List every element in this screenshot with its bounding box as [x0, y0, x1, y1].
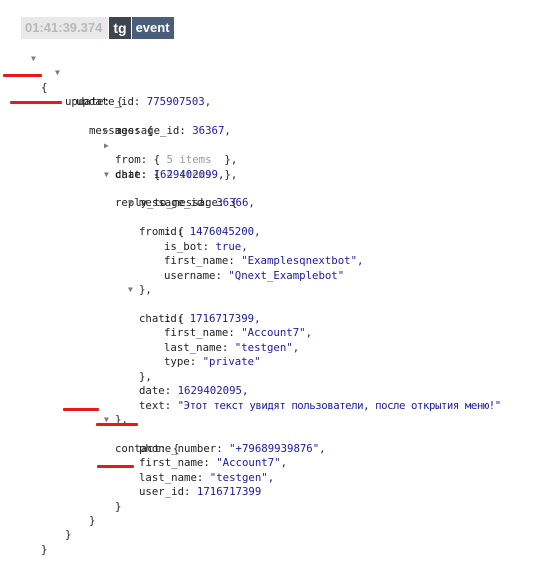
tree-line-chat-first-name: first_name: "Account7", [164, 326, 312, 340]
tree-line-close-chat: }, [139, 369, 152, 383]
event-tag: event [131, 17, 174, 39]
annotation-mark-contact [63, 408, 99, 411]
expand-arrow-icon[interactable]: ▼ [31, 54, 36, 63]
tree-line-reply-date: date: 1629402095, [139, 384, 249, 398]
tree-line-contact-last-name: last_name: "testgen", [139, 470, 275, 484]
tree-line-from-collapsed: ▶ from: { 5 items }, [104, 126, 238, 167]
expand-arrow-icon[interactable]: ▼ [55, 68, 60, 78]
annotation-mark-update [3, 74, 42, 77]
timestamp-tag: 01:41:39.374 [21, 17, 109, 39]
tree-line-close-root: } [41, 542, 48, 556]
tree-line-update-id: update_id: 775907503, [76, 95, 212, 109]
tree-line-chat-collapsed: ▶ chat: { 4 items }, [104, 140, 238, 181]
tree-line-chat-id: id: 1716717399, [164, 311, 261, 325]
collapsed-arrow-icon[interactable]: ▶ [104, 126, 109, 136]
tree-line-update: ▼ update: { [55, 68, 123, 109]
tree-line-chat-last-name: last_name: "testgen", [164, 340, 300, 354]
tree-line-is-bot: is_bot: true, [164, 239, 248, 253]
json-tree: ▼ { ▼ update: { update_id: 775907503, ▼ … [0, 52, 556, 556]
tree-line-username: username: "Qnext_Examplebot" [164, 268, 345, 282]
tree-line-chat: ▼ chat: { [128, 285, 185, 325]
tree-line-close-message: } [89, 514, 96, 528]
expand-arrow-icon[interactable]: ▼ [128, 285, 133, 294]
tree-line-user-id: user_id: 1716717399 [139, 485, 262, 499]
annotation-mark-user-id [97, 465, 134, 468]
expand-arrow-icon[interactable]: ▼ [78, 97, 83, 107]
tree-line-from: ▼ from: { [128, 198, 185, 239]
expand-arrow-icon[interactable]: ▼ [104, 414, 109, 424]
annotation-mark-message [10, 101, 62, 104]
tg-tag: tg [109, 17, 131, 39]
annotation-mark-phone [96, 423, 138, 426]
collapsed-arrow-icon[interactable]: ▶ [104, 140, 109, 150]
tree-line-phone: phone_number: "+79689939876", [139, 441, 326, 455]
tree-line-reply-message-id: message_id: 36366, [139, 196, 255, 210]
tree-line-from-first-name: first_name: "Examplesqnextbot", [164, 254, 364, 268]
tree-line-close-update: } [65, 528, 72, 542]
tree-line-date: date: 1629402099, [115, 167, 225, 181]
tree-line-message: ▼ message: { [78, 97, 154, 138]
tree-line-contact-first-name: first_name: "Account7", [139, 456, 287, 470]
tree-line-from-id: id: 1476045200, [164, 225, 261, 239]
tree-line-close-from: }, [139, 283, 152, 297]
tree-line-reply: ▼ reply_to_message: { [104, 169, 238, 210]
tree-line-close-reply: }, [115, 412, 128, 426]
tree-line-text: text: "Этот текст увидят пользователи, п… [139, 398, 501, 412]
expand-arrow-icon[interactable]: ▼ [128, 198, 133, 208]
expand-arrow-icon[interactable]: ▼ [104, 169, 109, 179]
tree-line-root: ▼ { [31, 54, 48, 94]
tree-line-type: type: "private" [164, 355, 261, 369]
tree-line-contact: ▼ contact: { [104, 414, 180, 455]
tree-line-message-id: message_id: 36367, [115, 124, 231, 138]
log-header: 01:41:39.374 tg event [21, 17, 174, 39]
tree-line-close-contact: } [115, 499, 122, 513]
